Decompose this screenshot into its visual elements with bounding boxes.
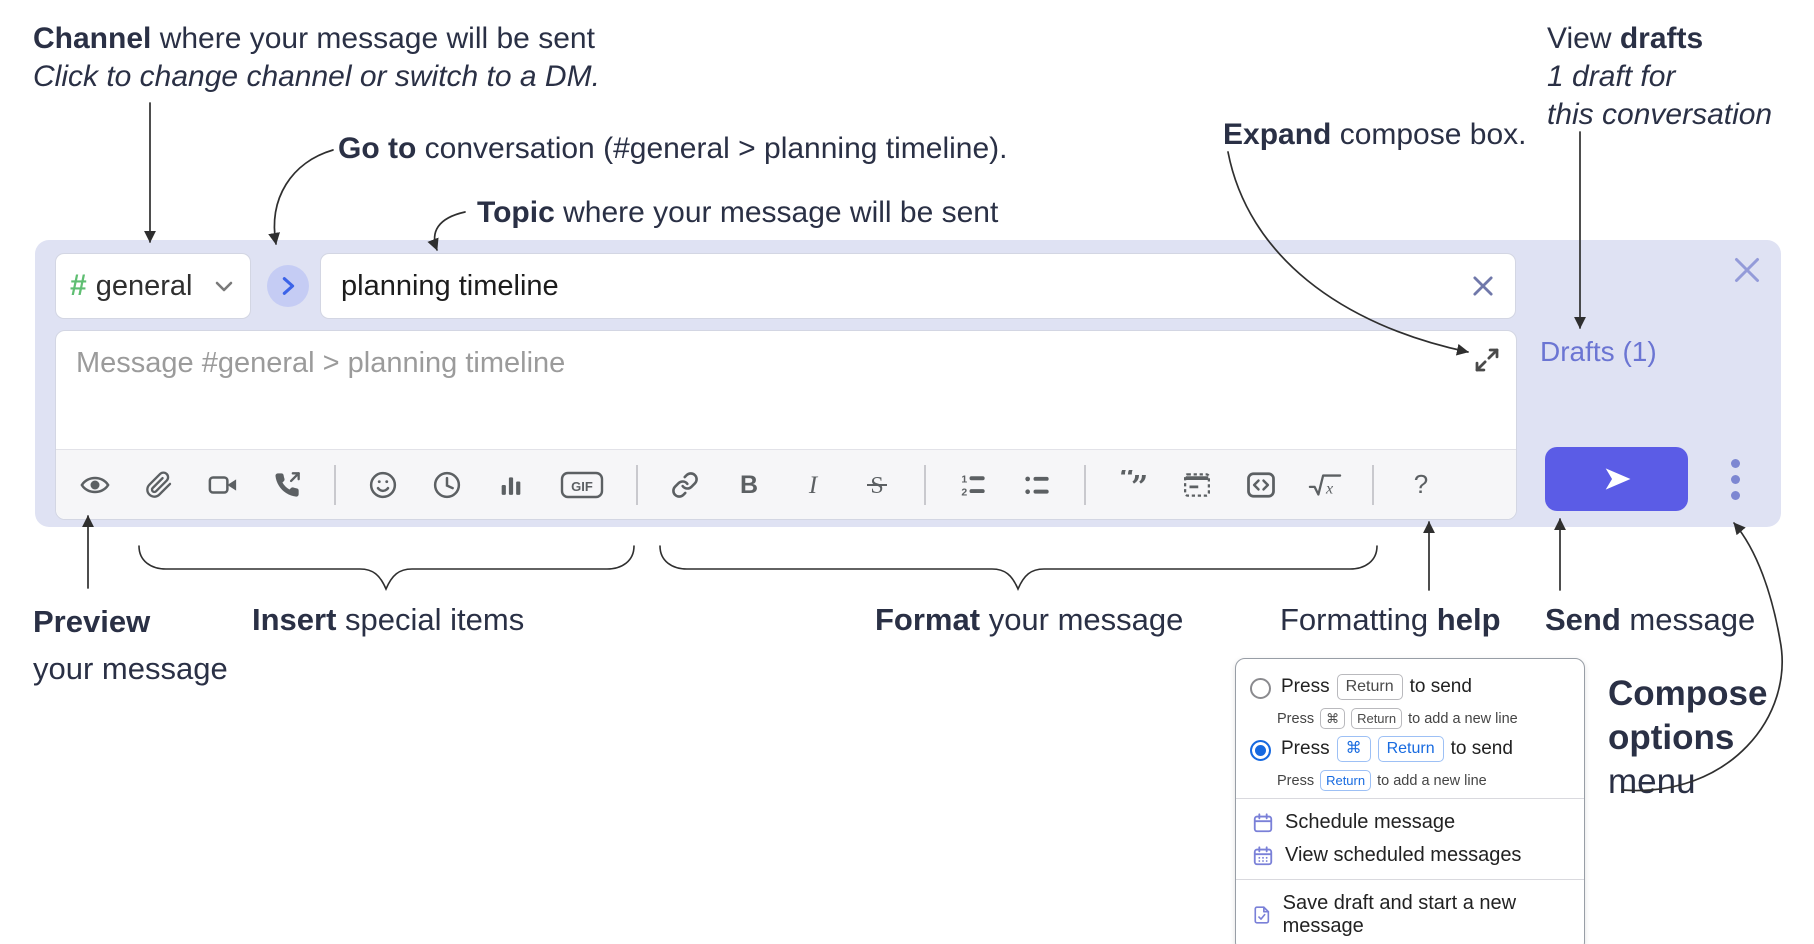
toolbar-divider	[636, 464, 638, 505]
compose-options-button[interactable]	[1713, 447, 1757, 511]
annotation-preview: Preview your message	[33, 604, 228, 686]
kbd-return: Return	[1336, 674, 1403, 700]
annotation-compose-options: Compose options menu	[1608, 674, 1768, 801]
chevron-right-icon	[282, 277, 295, 295]
annotation-topic: Topic where your message will be sent	[477, 196, 999, 229]
kbd-return: Return	[1351, 708, 1403, 729]
emoji-icon[interactable]	[366, 468, 400, 502]
expand-compose-icon[interactable]	[1472, 345, 1502, 375]
svg-text:B: B	[740, 471, 758, 499]
topic-input[interactable]	[339, 268, 1469, 304]
calendar-grid-icon	[1253, 845, 1273, 865]
menu-option-cmd-enter-sends[interactable]: Press ⌘ Return to send	[1236, 731, 1584, 766]
send-button[interactable]	[1545, 447, 1688, 511]
annotation-channel-rest: where your message will be sent	[151, 22, 595, 55]
annotation-format: Format your message	[875, 602, 1184, 637]
annotation-insert: Insert special items	[252, 602, 525, 637]
svg-text:GIF: GIF	[571, 479, 593, 494]
audio-call-icon[interactable]	[270, 468, 304, 502]
preview-eye-icon[interactable]	[78, 468, 112, 502]
strikethrough-icon[interactable]: S	[860, 468, 894, 502]
menu-item-schedule-message[interactable]: Schedule message	[1236, 806, 1584, 839]
kbd-return: Return	[1377, 736, 1444, 762]
menu-option2-subtext: Press Return to add a new line	[1277, 770, 1570, 791]
svg-text:I: I	[808, 472, 819, 499]
toolbar-divider	[334, 464, 336, 505]
radio-unselected[interactable]	[1250, 678, 1271, 699]
kbd-cmd: ⌘	[1336, 736, 1371, 762]
brace-insert	[138, 545, 635, 592]
send-plane-icon	[1605, 468, 1630, 490]
channel-selector[interactable]: # general	[55, 253, 251, 319]
attach-file-icon[interactable]	[142, 468, 176, 502]
menu-divider	[1236, 879, 1584, 880]
draft-check-icon	[1254, 906, 1270, 924]
svg-text:2: 2	[961, 486, 967, 498]
kbd-cmd: ⌘	[1320, 708, 1346, 729]
radio-selected[interactable]	[1250, 740, 1271, 761]
bulleted-list-icon[interactable]	[1020, 468, 1054, 502]
italic-icon[interactable]: I	[796, 468, 830, 502]
close-compose-icon[interactable]	[1729, 252, 1765, 288]
schedule-time-icon[interactable]	[430, 468, 464, 502]
annotation-channel: Channel where your message will be sent …	[33, 20, 600, 96]
message-formatting-help-icon[interactable]: ?	[1404, 468, 1438, 502]
channel-hash-icon: #	[70, 269, 87, 302]
menu-item-save-draft[interactable]: Save draft and start a new message	[1236, 887, 1584, 943]
clear-topic-icon[interactable]	[1469, 272, 1497, 300]
kbd-return: Return	[1320, 770, 1372, 791]
annotation-send: Send message	[1545, 602, 1756, 637]
annotation-expand: Expand compose box.	[1223, 118, 1527, 151]
svg-text:?: ?	[1414, 470, 1428, 499]
toolbar-divider	[924, 464, 926, 505]
gif-icon[interactable]: GIF	[558, 468, 606, 502]
toolbar-divider	[1372, 464, 1374, 505]
svg-text:x: x	[1325, 480, 1333, 497]
annotation-channel-line2: Click to change channel or switch to a D…	[33, 60, 600, 93]
brace-format	[659, 545, 1378, 592]
math-latex-icon[interactable]: x	[1308, 468, 1342, 502]
poll-icon[interactable]	[494, 468, 528, 502]
menu-option-enter-sends[interactable]: Press Return to send	[1236, 669, 1584, 704]
svg-text:1: 1	[961, 473, 967, 485]
message-input[interactable]	[56, 331, 1516, 449]
annotation-formatting-help: Formatting help	[1280, 602, 1501, 637]
compose-toolbar: GIF B I S 12 “” x ?	[56, 449, 1516, 519]
link-icon[interactable]	[668, 468, 702, 502]
compose-box: # general	[35, 240, 1781, 527]
drafts-link[interactable]: Drafts (1)	[1540, 336, 1657, 367]
menu-option1-subtext: Press ⌘ Return to add a new line	[1277, 708, 1570, 729]
chevron-down-icon	[215, 281, 233, 292]
arrow-goto	[268, 149, 334, 245]
video-call-icon[interactable]	[206, 468, 240, 502]
message-box: GIF B I S 12 “” x ?	[55, 330, 1517, 520]
spoiler-icon[interactable]	[1180, 468, 1214, 502]
annotation-channel-bold: Channel	[33, 22, 152, 55]
annotation-view-drafts: View drafts 1 draft for this conversatio…	[1547, 22, 1773, 131]
quote-icon[interactable]: “”	[1116, 468, 1150, 502]
channel-name: general	[95, 269, 193, 302]
dots-icon	[1730, 458, 1740, 468]
menu-divider	[1236, 798, 1584, 799]
code-icon[interactable]	[1244, 468, 1278, 502]
compose-options-menu: Press Return to send Press ⌘ Return to a…	[1235, 658, 1585, 944]
menu-item-view-scheduled[interactable]: View scheduled messages	[1236, 839, 1584, 872]
go-to-conversation-button[interactable]	[267, 265, 309, 307]
svg-text:”: ”	[1131, 470, 1148, 500]
calendar-icon	[1253, 812, 1273, 832]
svg-text:“: “	[1119, 470, 1136, 496]
topic-input-wrap	[320, 253, 1516, 319]
toolbar-divider	[1084, 464, 1086, 505]
annotation-goto: Go to conversation (#general > planning …	[338, 132, 1008, 165]
bold-icon[interactable]: B	[732, 468, 766, 502]
